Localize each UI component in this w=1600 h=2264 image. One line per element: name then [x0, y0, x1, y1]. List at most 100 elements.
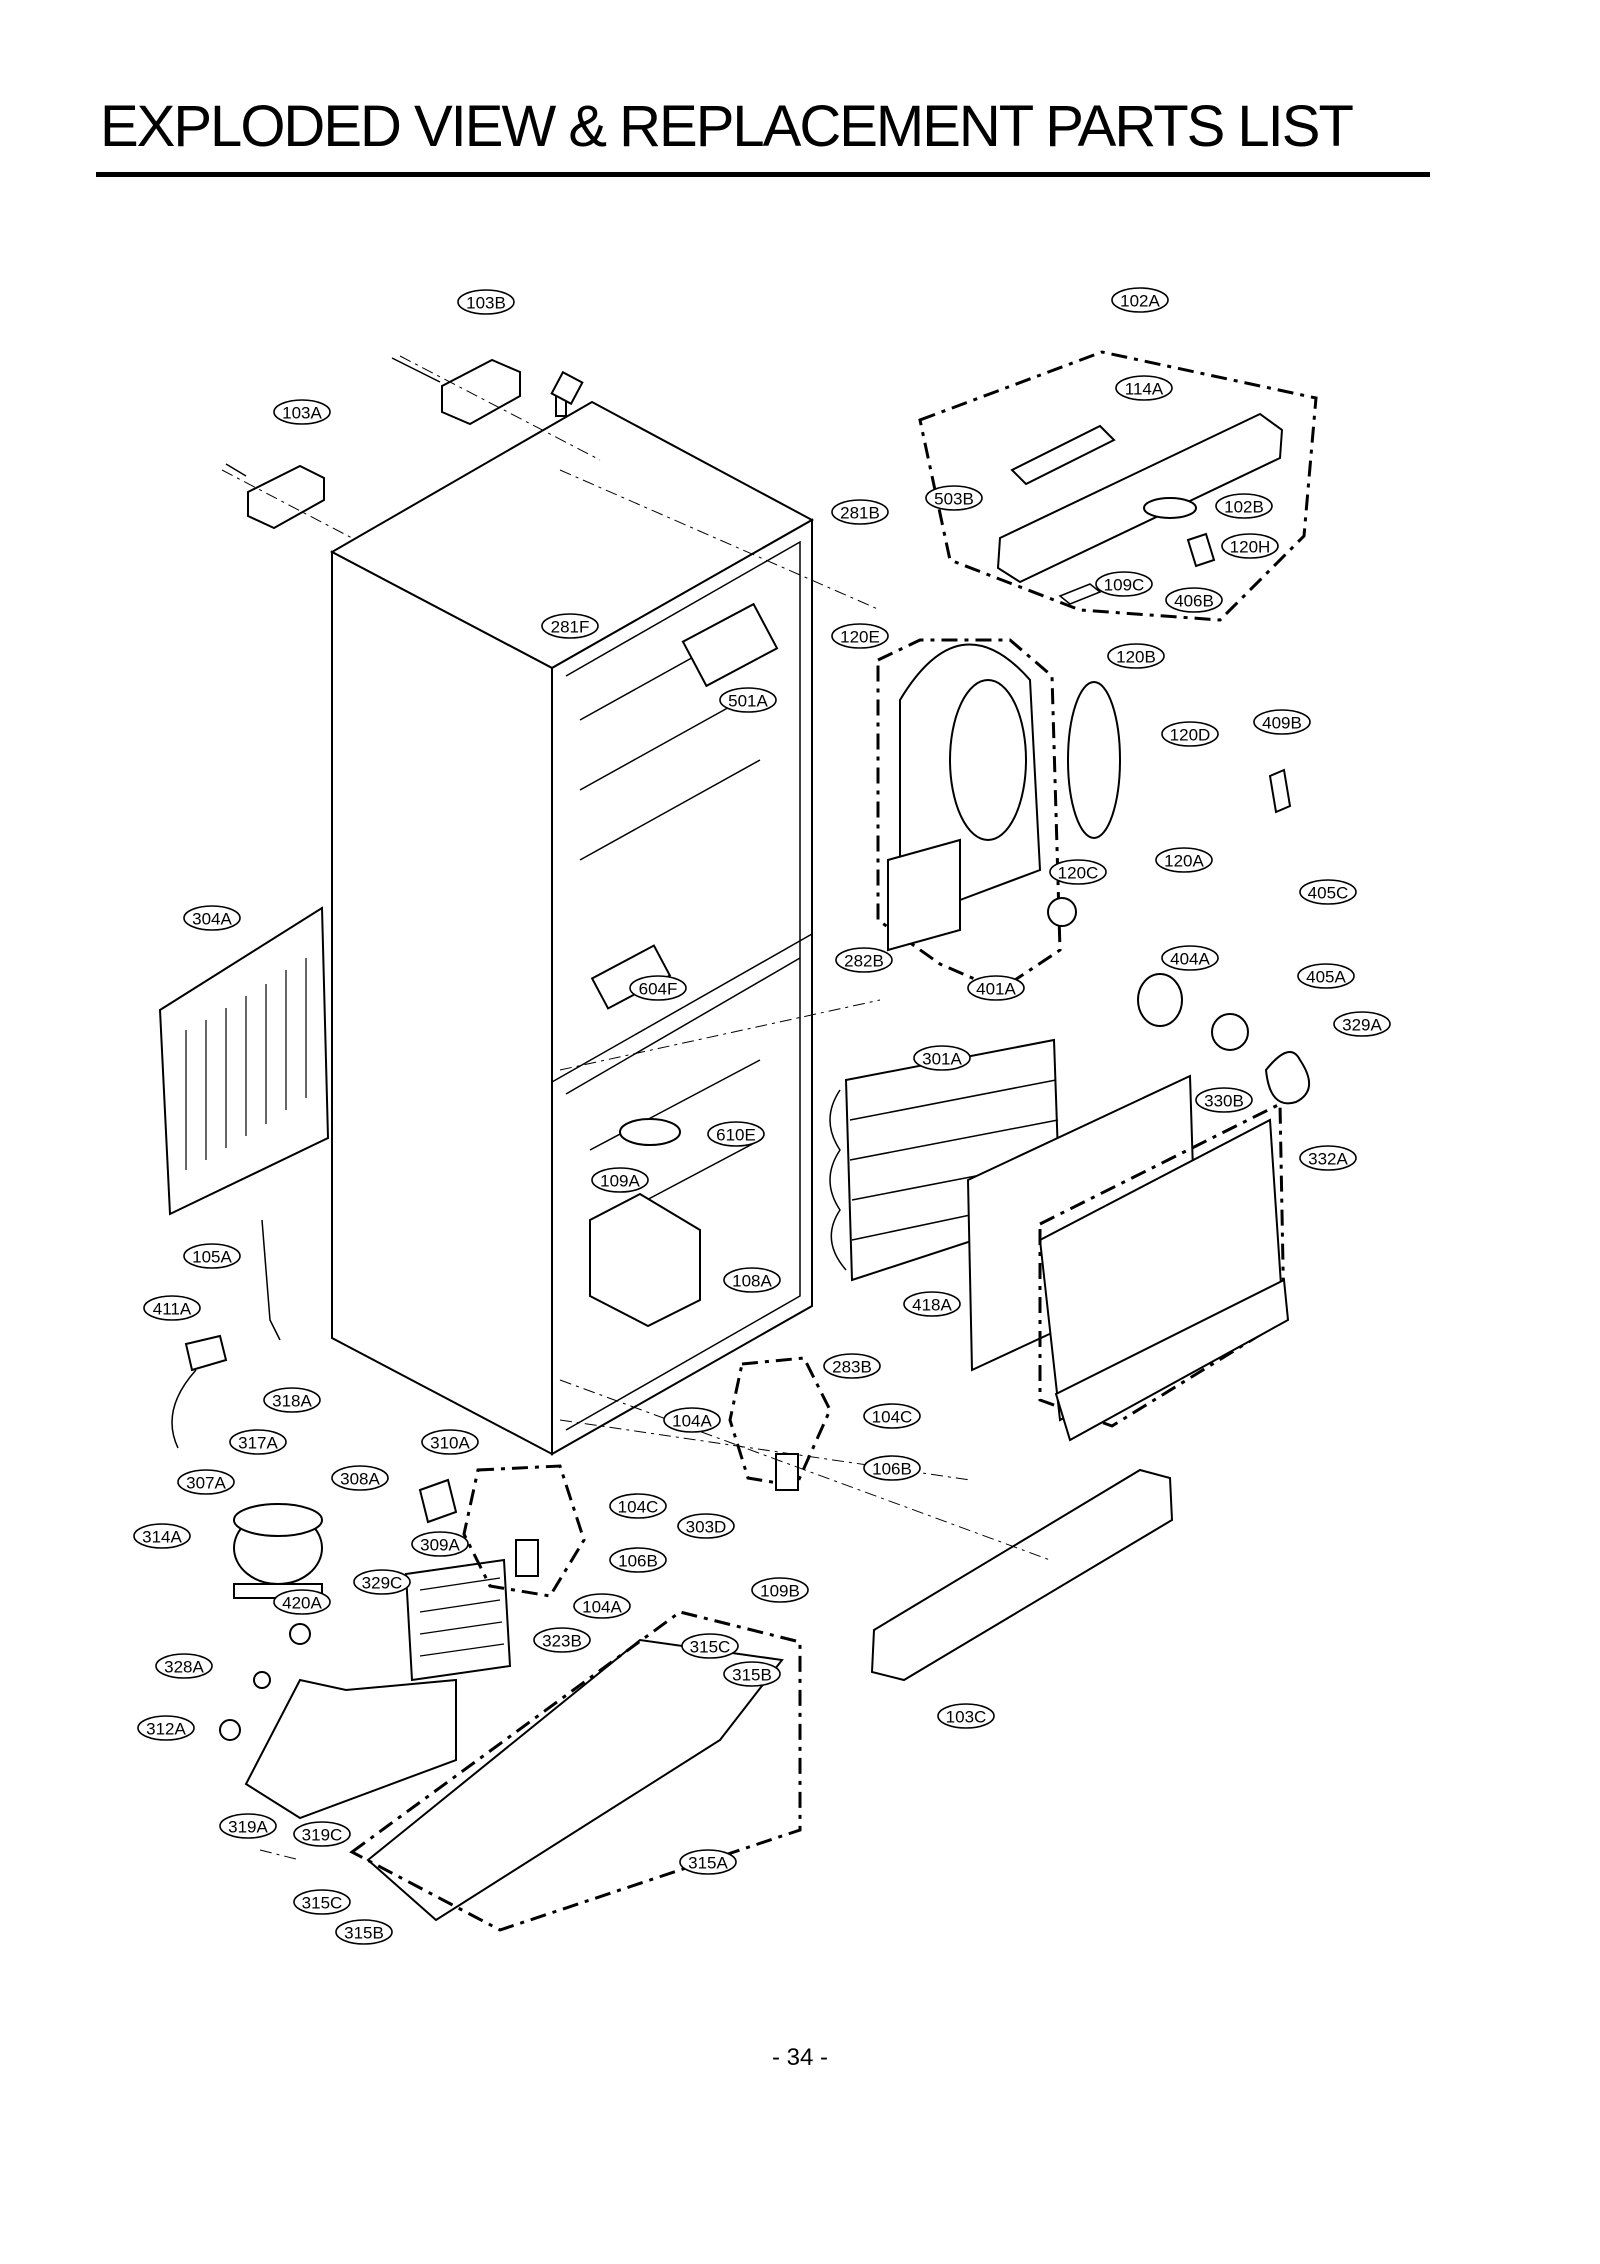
callout-oval [1161, 721, 1219, 747]
callout-103a: 103A [273, 399, 331, 425]
callout-oval [177, 1469, 235, 1495]
callout-oval [835, 947, 893, 973]
callout-oval [353, 1569, 411, 1595]
callout-304a: 304A [183, 905, 241, 931]
leveling-leg-part [462, 1356, 832, 1598]
callout-104a: 104A [663, 1407, 721, 1433]
callout-label: 105A [192, 1248, 232, 1267]
callout-label: 418A [912, 1296, 952, 1315]
callout-oval [273, 1589, 331, 1615]
callout-oval [1115, 375, 1173, 401]
callout-104c: 104C [863, 1403, 921, 1429]
callout-label: 120A [1164, 852, 1204, 871]
callout-label: 329C [362, 1574, 403, 1593]
callout-label: 307A [186, 1474, 226, 1493]
callout-label: 315A [688, 1854, 728, 1873]
callout-label: 109B [760, 1582, 800, 1601]
callout-oval [609, 1493, 667, 1519]
callout-oval [1161, 945, 1219, 971]
callout-oval [1215, 493, 1273, 519]
callout-label: 329A [1342, 1016, 1382, 1035]
callout-283b: 283B [823, 1353, 881, 1379]
callout-label: 109A [600, 1172, 640, 1191]
callout-315c: 315C [681, 1633, 739, 1659]
callout-label: 109C [1104, 576, 1145, 595]
callout-label: 405A [1306, 968, 1346, 987]
callout-label: 108A [732, 1272, 772, 1291]
callout-315c: 315C [293, 1889, 351, 1915]
control-module-part [918, 350, 1318, 622]
callout-label: 411A [153, 1300, 192, 1319]
callout-420a: 420A [273, 1589, 331, 1615]
callout-label: 319C [302, 1826, 343, 1845]
callout-301a: 301A [913, 1045, 971, 1071]
callout-oval [133, 1523, 191, 1549]
callout-503b: 503B [925, 485, 983, 511]
callout-label: 405C [1308, 884, 1349, 903]
callout-281f: 281F [541, 613, 599, 639]
callout-120h: 120H [1221, 533, 1279, 559]
callout-120d: 120D [1161, 721, 1219, 747]
callout-oval [863, 1455, 921, 1481]
callout-label: 308A [340, 1470, 380, 1489]
bottom-cover-part [870, 1468, 1174, 1682]
callout-oval [1165, 587, 1223, 613]
callout-281b: 281B [831, 499, 889, 525]
callout-oval [331, 1465, 389, 1491]
rear-cover-part [158, 906, 330, 1216]
callout-label: 315C [302, 1894, 343, 1913]
callout-oval [293, 1889, 351, 1915]
callout-104c: 104C [609, 1493, 667, 1519]
callout-label: 406B [1174, 592, 1214, 611]
callout-oval [925, 485, 983, 511]
callout-401a: 401A [967, 975, 1025, 1001]
callout-oval [913, 1045, 971, 1071]
callout-label: 104C [872, 1408, 913, 1427]
callout-oval [155, 1653, 213, 1679]
callout-label: 328A [164, 1658, 204, 1677]
callout-label: 103B [466, 294, 506, 313]
callout-label: 401A [976, 980, 1016, 999]
callout-303d: 303D [677, 1513, 735, 1539]
callout-label: 104C [618, 1498, 659, 1517]
callout-oval [1049, 859, 1107, 885]
callout-label: 120B [1116, 648, 1156, 667]
callout-oval [541, 613, 599, 639]
callout-label: 503B [934, 490, 974, 509]
callout-label: 102B [1224, 498, 1264, 517]
title-rule [96, 172, 1430, 177]
callout-oval [1155, 847, 1213, 873]
callout-oval [1333, 1011, 1391, 1037]
callout-label: 281F [551, 618, 590, 637]
callout-oval [681, 1633, 739, 1659]
callout-307a: 307A [177, 1469, 235, 1495]
callout-label: 314A [142, 1528, 182, 1547]
callout-label: 404A [1170, 950, 1210, 969]
callout-label: 104A [582, 1598, 622, 1617]
callout-label: 103A [282, 404, 322, 423]
callout-103b: 103B [457, 289, 515, 315]
callout-405a: 405A [1297, 963, 1355, 989]
callout-oval [863, 1403, 921, 1429]
callout-oval [677, 1513, 735, 1539]
callout-315b: 315B [335, 1919, 393, 1945]
callout-330b: 330B [1195, 1087, 1253, 1113]
callout-319c: 319C [293, 1821, 351, 1847]
callout-105a: 105A [183, 1243, 241, 1269]
callout-label: 315C [690, 1638, 731, 1657]
callout-label: 103C [946, 1708, 987, 1727]
callout-oval [723, 1661, 781, 1687]
callout-oval [457, 289, 515, 315]
callout-oval [1095, 571, 1153, 597]
callout-oval [229, 1429, 287, 1455]
callout-oval [967, 975, 1025, 1001]
callout-318a: 318A [263, 1387, 321, 1413]
assembly-axes [259, 469, 1051, 1861]
callout-109c: 109C [1095, 571, 1153, 597]
callout-label: 301A [922, 1050, 962, 1069]
callout-label: 315B [344, 1924, 384, 1943]
callout-oval [823, 1353, 881, 1379]
compressor-part [219, 1478, 802, 1932]
